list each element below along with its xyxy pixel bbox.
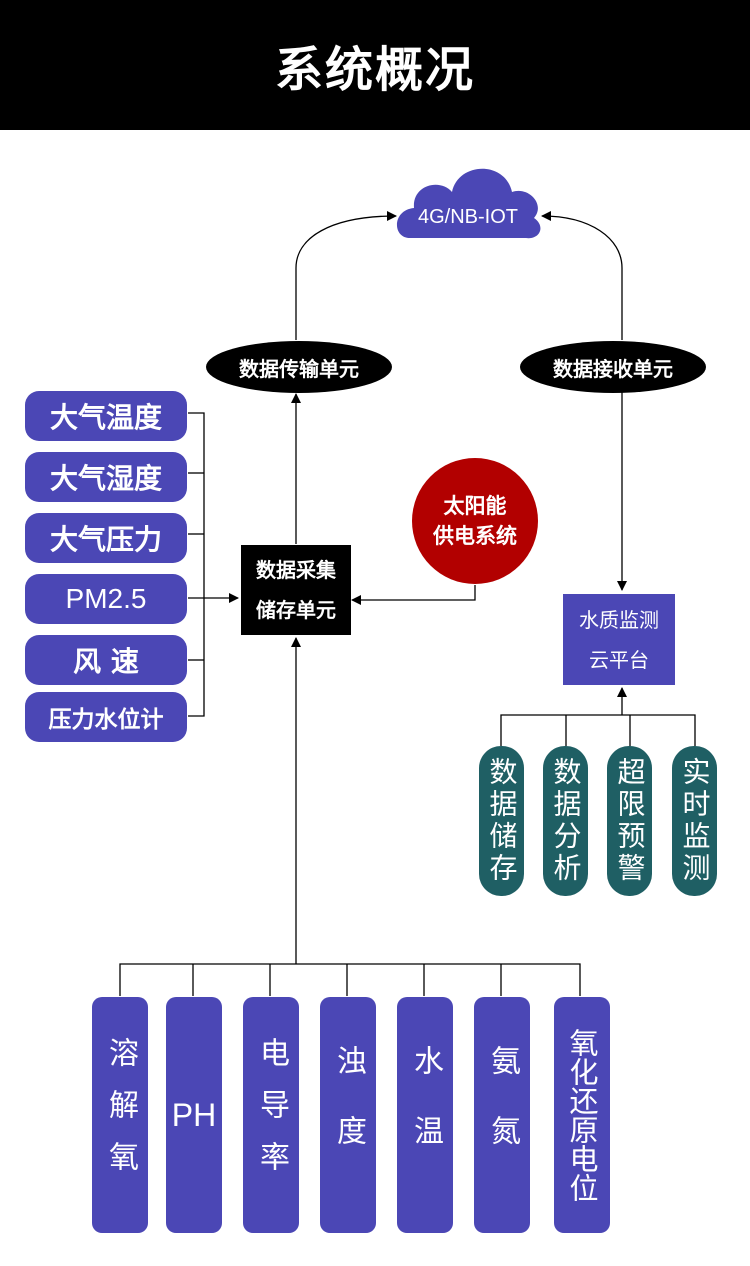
sensor-water-level: 压力水位计 [25, 692, 187, 742]
sensor-pm25: PM2.5 [25, 574, 187, 624]
sensor-air-pressure: 大气压力 [25, 513, 187, 563]
sensor-air-humidity: 大气湿度 [25, 452, 187, 502]
network-label: 4G/NB-IOT [417, 205, 518, 228]
transmit-unit: 数据传输单元 [206, 341, 392, 393]
sensor-wind-speed: 风 速 [25, 635, 187, 685]
solar-power-system: 太阳能 供电系统 [412, 458, 538, 584]
sensor-ammonia-nitrogen: 氨氮 [474, 997, 530, 1233]
feature-realtime-monitoring: 实时监测 [672, 746, 717, 896]
feature-over-limit-alarm: 超限预警 [607, 746, 652, 896]
sensor-turbidity: 浊度 [320, 997, 376, 1233]
sensor-air-temperature: 大气温度 [25, 391, 187, 441]
platform-line-2: 云平台 [589, 647, 649, 672]
sensor-orp: 氧化还原电位 [554, 997, 610, 1233]
feature-data-storage: 数据储存 [479, 746, 524, 896]
sensor-conductivity: 电导率 [243, 997, 299, 1233]
header-bar: 系统概况 [0, 0, 750, 130]
feature-data-analysis: 数据分析 [543, 746, 588, 896]
cloud-icon [396, 168, 541, 239]
platform-line-1: 水质监测 [579, 607, 659, 632]
collector-line-2: 储存单元 [256, 598, 336, 622]
collector-unit: 数据采集 储存单元 [241, 545, 351, 635]
sensor-ph: PH [166, 997, 222, 1233]
sensor-water-temperature: 水温 [397, 997, 453, 1233]
sensor-dissolved-oxygen: 溶解氧 [92, 997, 148, 1233]
cloud-platform: 水质监测 云平台 [563, 594, 675, 685]
collector-line-1: 数据采集 [256, 558, 336, 582]
page-title: 系统概况 [274, 42, 475, 98]
receive-unit: 数据接收单元 [520, 341, 706, 393]
solar-line-2: 供电系统 [433, 524, 517, 548]
solar-line-1: 太阳能 [443, 494, 507, 518]
